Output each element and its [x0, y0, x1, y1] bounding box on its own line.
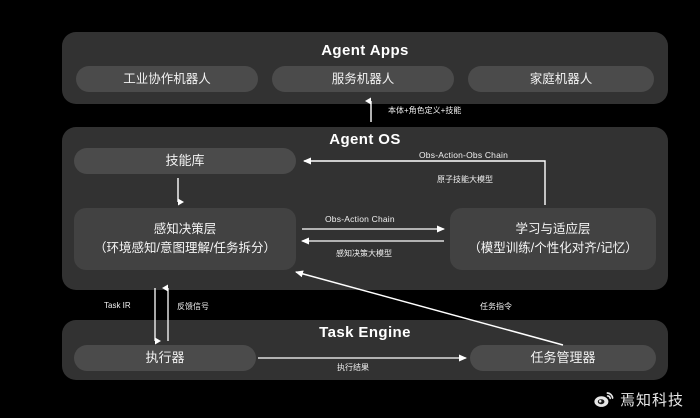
perception-layer-title: 感知决策层: [153, 222, 217, 237]
task-ir-label: Task IR: [104, 301, 131, 310]
execution-result-label: 执行结果: [337, 363, 369, 372]
learning-layer-subtitle: （模型训练/个性化对齐/记忆）: [468, 241, 638, 255]
obs-action-obs-chain-label: Obs-Action-Obs Chain: [419, 150, 509, 160]
task-engine-title: Task Engine: [319, 324, 411, 341]
skill-library-box[interactable]: 技能库: [74, 148, 296, 174]
task-instruction-label: 任务指令: [480, 302, 512, 311]
app-item-label: 工业协作机器人: [123, 71, 211, 86]
app-item-label: 服务机器人: [331, 71, 395, 86]
task-manager-label: 任务管理器: [530, 350, 596, 366]
learning-layer-title: 学习与适应层: [515, 222, 591, 237]
app-item-industrial-robot[interactable]: 工业协作机器人: [76, 66, 258, 92]
learning-adaptation-layer-box[interactable]: 学习与适应层 （模型训练/个性化对齐/记忆）: [450, 208, 656, 270]
executor-label: 执行器: [145, 350, 185, 366]
app-item-home-robot[interactable]: 家庭机器人: [468, 66, 654, 92]
weibo-icon: [594, 391, 614, 407]
app-item-service-robot[interactable]: 服务机器人: [272, 66, 454, 92]
perception-decision-layer-box[interactable]: 感知决策层 （环境感知/意图理解/任务拆分）: [74, 208, 296, 270]
watermark-text: 焉知科技: [619, 392, 684, 409]
agent-os-title: Agent OS: [329, 131, 401, 148]
skill-library-label: 技能库: [165, 153, 205, 169]
executor-box[interactable]: 执行器: [74, 345, 256, 371]
agent-apps-title: Agent Apps: [321, 42, 409, 59]
feedback-signal-label: 反馈信号: [177, 302, 209, 311]
atomic-skill-model-label: 原子技能大模型: [437, 175, 493, 184]
apps-to-os-label: 本体+角色定义+技能: [388, 106, 462, 115]
perception-layer-subtitle: （环境感知/意图理解/任务拆分）: [94, 241, 276, 255]
app-item-label: 家庭机器人: [529, 71, 593, 86]
watermark: 焉知科技: [594, 389, 684, 410]
perception-model-label: 感知决策大模型: [336, 249, 392, 258]
task-manager-box[interactable]: 任务管理器: [470, 345, 656, 371]
obs-action-chain-label: Obs-Action Chain: [325, 214, 395, 224]
